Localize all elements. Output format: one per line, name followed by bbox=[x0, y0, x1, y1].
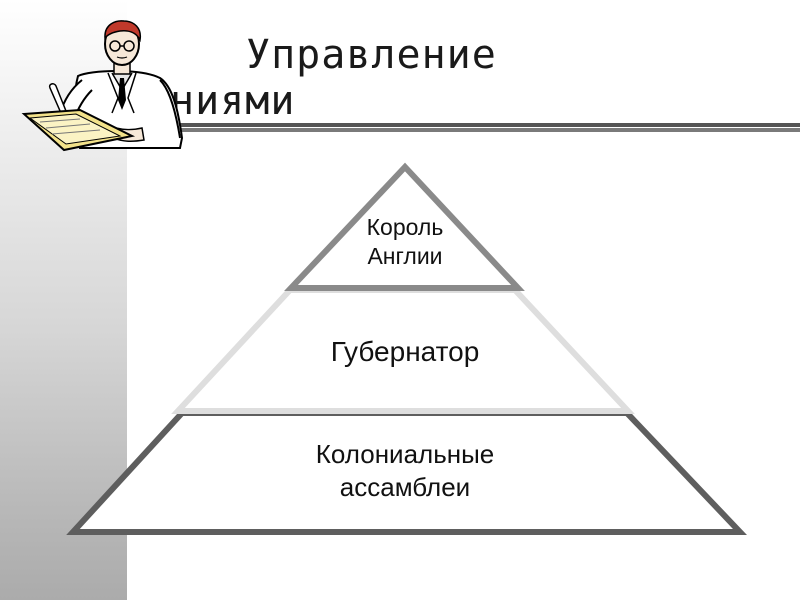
pyramid-level-middle-label: Губернатор bbox=[280, 334, 530, 369]
slide-title-line1: Управление bbox=[246, 32, 497, 78]
pyramid-level-top-shape bbox=[284, 162, 525, 291]
pyramid-level-bottom-label: Колониальные ассамблеи bbox=[270, 438, 540, 503]
scholar-writing-icon bbox=[21, 20, 184, 152]
title-divider bbox=[155, 123, 800, 132]
slide-title-line2: ниями bbox=[170, 78, 296, 124]
pyramid-level-middle-line1: Губернатор bbox=[330, 336, 480, 367]
pyramid-level-top-line2: Англии bbox=[367, 242, 443, 269]
pyramid-level-top-label: Король Англии bbox=[330, 213, 480, 271]
pyramid-level-top-line1: Король bbox=[366, 214, 444, 240]
pyramid-level-bottom-line2: ассамблеи bbox=[339, 471, 471, 502]
pyramid-level-bottom-line1: Колониальные bbox=[315, 439, 495, 469]
